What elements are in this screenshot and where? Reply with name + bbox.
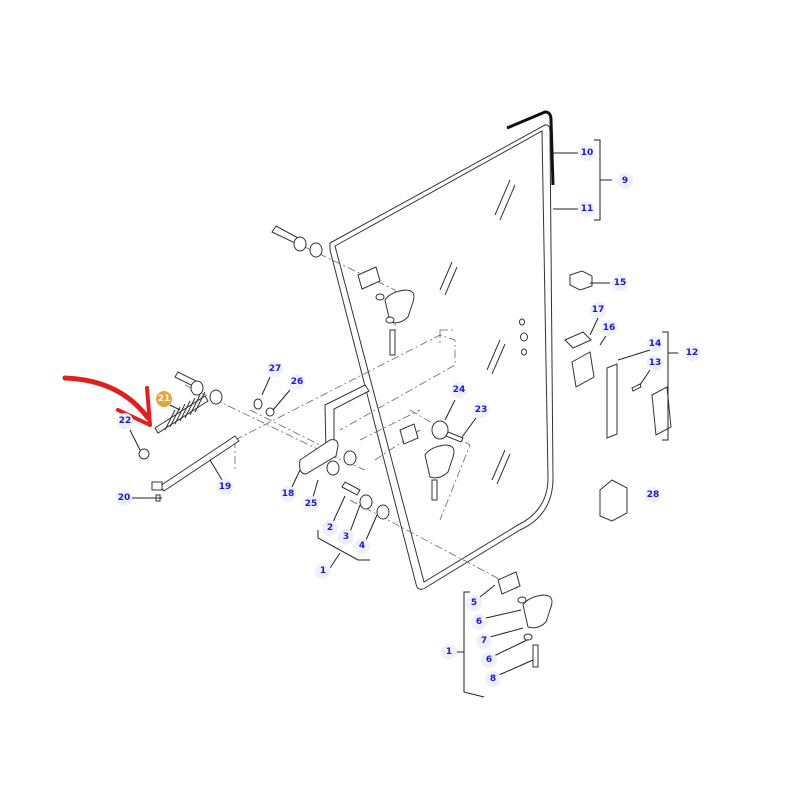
svg-text:5: 5 [471, 598, 477, 608]
mid-hinge [174, 371, 464, 501]
svg-text:10: 10 [581, 148, 594, 158]
callout-8[interactable]: 8 [485, 671, 501, 687]
svg-text:25: 25 [305, 499, 318, 509]
door-glass-panel [329, 124, 554, 590]
callout-19[interactable]: 19 [217, 479, 233, 495]
callout-20[interactable]: 20 [116, 490, 132, 506]
callout-2[interactable]: 2 [322, 520, 338, 536]
group-brackets [317, 139, 678, 698]
svg-text:15: 15 [614, 278, 627, 288]
svg-text:4: 4 [359, 541, 365, 551]
highlight-arrow [62, 375, 151, 421]
callout-17[interactable]: 17 [590, 302, 606, 318]
glass-seal [506, 110, 555, 186]
svg-text:12: 12 [686, 348, 699, 358]
svg-text:23: 23 [475, 405, 488, 415]
svg-text:1: 1 [446, 647, 452, 657]
accessory-parts [564, 270, 672, 522]
svg-text:7: 7 [481, 636, 487, 646]
svg-text:3: 3 [343, 532, 349, 542]
svg-text:13: 13 [649, 358, 662, 368]
svg-text:19: 19 [219, 482, 232, 492]
svg-text:17: 17 [592, 305, 605, 315]
callout-16[interactable]: 16 [601, 320, 617, 336]
callout-23[interactable]: 23 [473, 402, 489, 418]
svg-text:20: 20 [118, 493, 131, 503]
svg-text:21: 21 [158, 394, 171, 404]
callout-18[interactable]: 18 [280, 486, 296, 502]
leader-lines [129, 152, 651, 676]
svg-text:6: 6 [486, 655, 492, 665]
svg-text:6: 6 [476, 617, 482, 627]
callout-28[interactable]: 28 [645, 487, 661, 503]
svg-text:26: 26 [291, 377, 304, 387]
svg-text:24: 24 [453, 385, 466, 395]
callout-labels: 10 9 11 15 17 16 14 12 13 27 26 24 23 22… [116, 145, 700, 687]
callout-9[interactable]: 9 [617, 173, 633, 189]
callout-4[interactable]: 4 [354, 538, 370, 554]
callout-7[interactable]: 7 [476, 633, 492, 649]
callout-3[interactable]: 3 [338, 529, 354, 545]
callout-13[interactable]: 13 [647, 355, 663, 371]
lower-hinge [341, 481, 553, 668]
svg-text:28: 28 [647, 490, 660, 500]
svg-text:11: 11 [581, 204, 594, 214]
callout-1-upper[interactable]: 1 [315, 563, 331, 579]
callout-15[interactable]: 15 [612, 275, 628, 291]
svg-text:2: 2 [327, 523, 333, 533]
callout-21-highlighted[interactable]: 21 [156, 391, 172, 407]
svg-text:18: 18 [282, 489, 295, 499]
svg-text:27: 27 [269, 364, 282, 374]
svg-text:14: 14 [649, 339, 662, 349]
callout-24[interactable]: 24 [451, 382, 467, 398]
callout-22[interactable]: 22 [117, 413, 133, 429]
upper-hinge [271, 225, 415, 356]
callout-14[interactable]: 14 [647, 336, 663, 352]
callout-12[interactable]: 12 [684, 345, 700, 361]
callout-6-lower[interactable]: 6 [481, 652, 497, 668]
svg-text:8: 8 [490, 674, 496, 684]
callout-11[interactable]: 11 [579, 201, 595, 217]
callout-5[interactable]: 5 [466, 595, 482, 611]
svg-text:1: 1 [320, 566, 326, 576]
callout-26[interactable]: 26 [289, 374, 305, 390]
svg-text:16: 16 [603, 323, 616, 333]
callout-25[interactable]: 25 [303, 496, 319, 512]
svg-text:22: 22 [119, 416, 132, 426]
callout-1-lower[interactable]: 1 [441, 644, 457, 660]
callout-10[interactable]: 10 [579, 145, 595, 161]
callout-6-upper[interactable]: 6 [471, 614, 487, 630]
callout-27[interactable]: 27 [267, 361, 283, 377]
svg-text:9: 9 [622, 176, 628, 186]
